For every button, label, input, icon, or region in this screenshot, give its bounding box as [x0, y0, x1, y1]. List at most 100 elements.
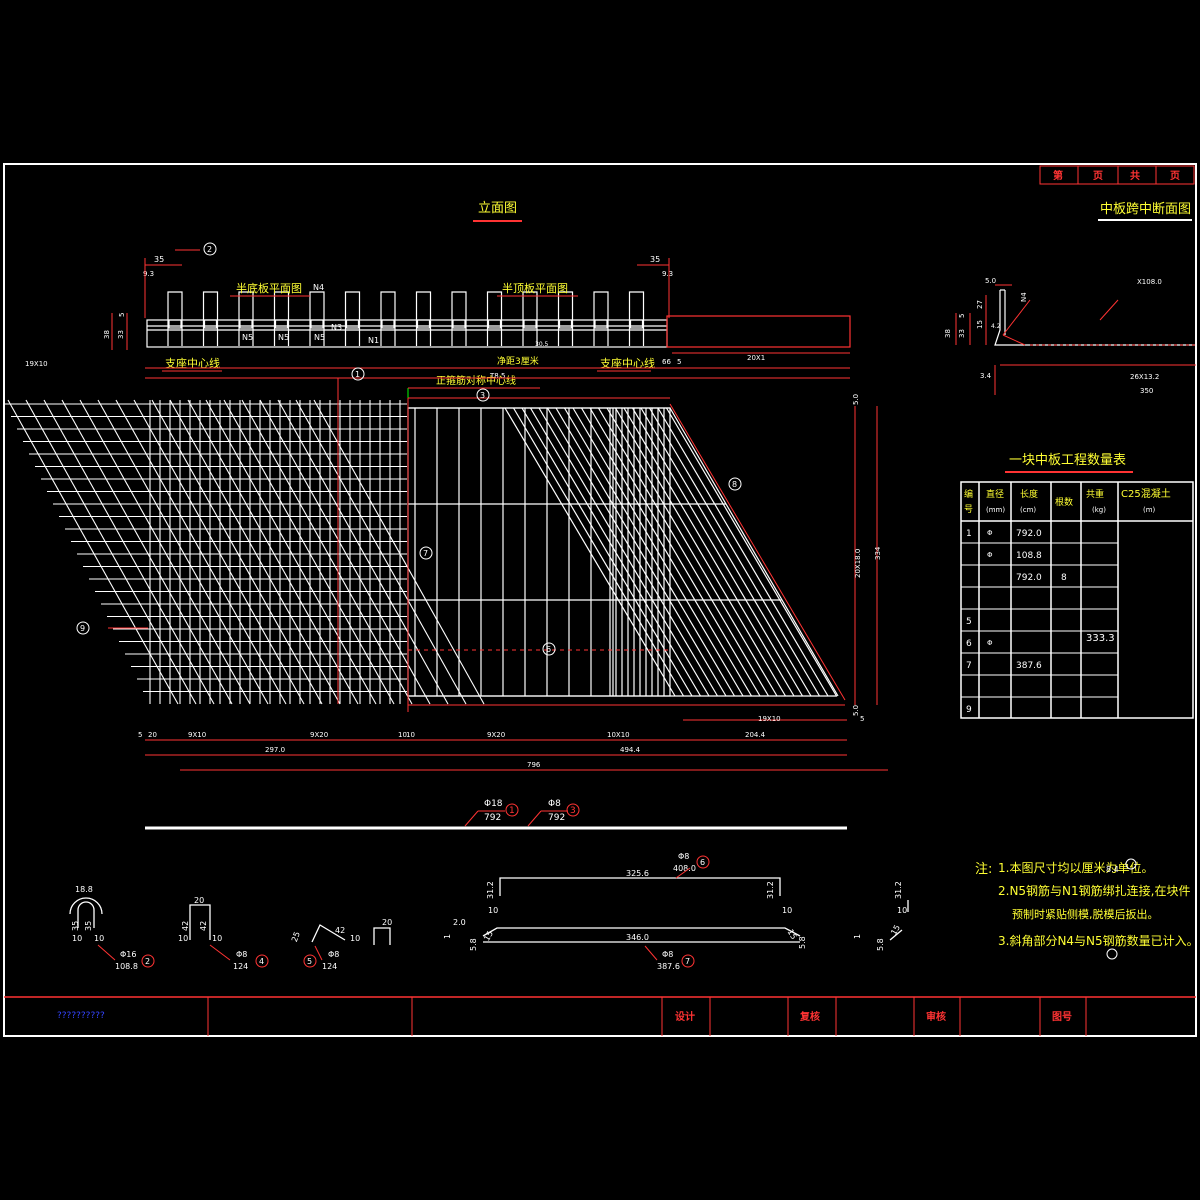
table-cell-len: 387.6: [1016, 661, 1042, 671]
table-title: 一块中板工程数量表: [1009, 453, 1126, 468]
right-dim-20x18: 20X18.0: [854, 549, 862, 578]
circle-2: 2: [207, 245, 212, 254]
circle-3: 3: [480, 391, 485, 400]
bar5-len: 124: [322, 962, 337, 971]
top-dim-5b: 5: [677, 358, 681, 366]
barr-dim-312: 31.2: [894, 881, 903, 899]
bar7-len: 387.6: [657, 962, 680, 971]
top-dimension-lines: [111, 249, 850, 379]
stirrup-hook: [345, 319, 360, 329]
skew-bar: [631, 407, 804, 697]
page-label-di: 第: [1053, 169, 1063, 182]
th-len-2: (cm): [1020, 506, 1036, 514]
table-cell-no: 7: [966, 661, 972, 671]
skew-bar: [7, 399, 179, 705]
stirrup-hook: [168, 319, 182, 329]
skew-bar: [97, 399, 269, 705]
bottom-dim-796: 796: [527, 761, 541, 769]
bar2-dim-35a: 35: [71, 921, 80, 931]
detail-leaders: [97, 867, 691, 961]
right-dim-50-bottom: 5.0: [852, 705, 860, 716]
bar5-dim-20: 20: [382, 918, 392, 927]
title-block-text: 第 页 共 页 中板跨中断面图 ?????????? 设计 复核 审核 图号: [57, 169, 1191, 1023]
skew-bar: [597, 407, 770, 697]
note-extra: 8.4: [1106, 865, 1119, 874]
bar7-dim-1: 1: [443, 934, 452, 939]
bar4-dim-42b: 42: [199, 921, 208, 931]
skew-bar: [25, 399, 197, 705]
stirrup-hook: [381, 319, 395, 329]
bottom-dim-5: 5: [138, 731, 142, 739]
bottom-dim-10-b: 10: [406, 731, 415, 739]
skew-bar: [521, 407, 693, 697]
bar6-dim-3256: 325.6: [626, 869, 649, 878]
barr-dim-15: 15: [889, 923, 902, 936]
skew-bar: [580, 407, 753, 697]
footer-review: 复核: [799, 1010, 820, 1023]
bar6-dim-10a: 10: [488, 906, 498, 915]
table-cell-dia: Φ: [987, 529, 993, 537]
table-cell-dia: Φ: [987, 639, 993, 647]
section-dim-42: 4.2: [991, 323, 1001, 330]
tag-n3: N3: [331, 323, 342, 332]
stirrup: [309, 291, 325, 346]
bar2-dim-10b: 10: [94, 934, 104, 943]
skew-bar: [313, 399, 485, 705]
rebar-mesh-left: [5, 399, 485, 705]
bar7-dim-58b: 5.8: [798, 936, 807, 949]
bar5-dim-10: 10: [350, 934, 360, 943]
bar6-len: 408.0: [673, 864, 696, 873]
stirrup-hook: [203, 319, 218, 329]
bottom-dim-4944: 494.4: [620, 746, 641, 754]
stirrup: [238, 291, 254, 346]
section-dim-33: 33: [958, 329, 966, 338]
skew-bar: [614, 407, 787, 697]
skew-bar: [43, 399, 215, 705]
section-dim-15: 15: [976, 320, 984, 329]
bar2-dim-35b: 35: [84, 921, 93, 931]
stirrup-hook: [452, 319, 466, 329]
table-cell-len: 792.0: [1016, 529, 1042, 539]
bar6-num: 6: [700, 858, 705, 867]
bar7-dim-3460: 346.0: [626, 933, 649, 942]
right-dim-334: 334: [874, 546, 882, 560]
bottom-dim-19x10: 19X10: [758, 715, 781, 723]
stirrup-hook: [487, 319, 502, 329]
stirrup: [273, 291, 290, 346]
tag-n5-c: N5: [314, 333, 325, 342]
bar6-dia: Φ8: [678, 852, 689, 861]
bar-detail-labels: 18.8 35 35 10 10 Φ16 108.8 2 20 42 42 10…: [71, 852, 907, 971]
drawing-title: 中板跨中断面图: [1100, 202, 1191, 217]
footer-drawing-no: 图号: [1052, 1011, 1072, 1023]
stirrup: [593, 291, 609, 346]
skew-bar: [205, 399, 377, 705]
tag-n4-left: N4: [313, 283, 324, 292]
top-dim-66: 66: [662, 358, 671, 366]
skew-bar: [648, 407, 821, 697]
skew-bar: [115, 399, 287, 705]
half-top-plan-label: 半顶板平面图: [502, 281, 568, 295]
mesh-red-lines: [108, 378, 846, 712]
bar2-num: 2: [145, 957, 150, 966]
bottom-dim-9x20-left: 9X20: [310, 731, 328, 739]
bottom-dim-9x10: 9X10: [188, 731, 206, 739]
elevation-top-labels: 半底板平面图 半顶板平面图 支座中心线 支座中心线 净距3厘米 正箍筋对称中心线: [165, 281, 655, 387]
drawing-frame: [3, 163, 1197, 1037]
bar6-dim-312a: 31.2: [486, 881, 495, 899]
table-cell-len: 108.8: [1016, 551, 1042, 561]
note-2b: 预制时紧贴侧模,脱模后扳出。: [1012, 907, 1159, 921]
elevation-top-strip: [146, 291, 851, 348]
top-dim-5: 5: [118, 313, 126, 317]
top-dim-93-left: 9.3: [143, 270, 154, 278]
circle-9: 9: [80, 624, 85, 633]
section-dim-34: 3.4: [980, 372, 992, 380]
skew-bar: [259, 399, 431, 705]
skew-bar: [169, 399, 341, 705]
skew-bar: [529, 407, 702, 697]
top-dim-35-right: 35: [650, 255, 660, 264]
bar4-dim-42a: 42: [181, 921, 190, 931]
half-bottom-plan-label: 半底板平面图: [236, 281, 302, 295]
top-dim-38: 38: [103, 330, 111, 339]
notes: 注: 1.本图尺寸均以厘米为单位。 2.N5钢筋与N1钢筋绑扎连接,在块件 预制…: [975, 860, 1199, 948]
bottom-dimensions: 5 20 9X10 9X20 10 10 9X20 10X10 19X10 29…: [138, 715, 888, 771]
